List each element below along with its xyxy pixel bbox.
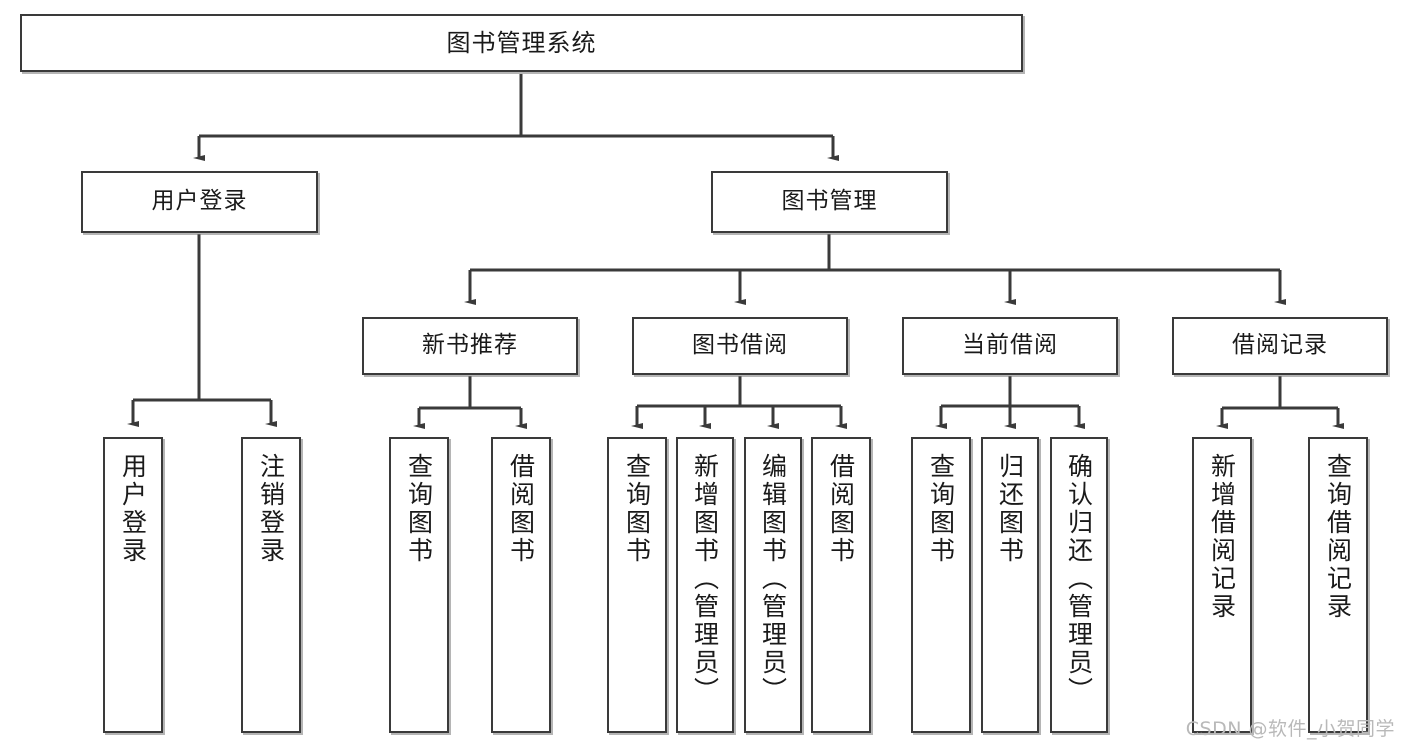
node-label: 图书管理 <box>781 188 878 215</box>
node-new-book-recommend[interactable]: 新书推荐 <box>362 317 578 375</box>
node-label: 用户登录 <box>118 453 148 565</box>
node-current-borrow[interactable]: 当前借阅 <box>902 317 1118 375</box>
node-leaf-query-book-1[interactable]: 查询图书 <box>389 437 449 733</box>
node-book-manage[interactable]: 图书管理 <box>711 171 948 233</box>
node-leaf-query-book-2[interactable]: 查询图书 <box>607 437 667 733</box>
node-label: 归还图书 <box>995 453 1025 565</box>
node-book-borrow[interactable]: 图书借阅 <box>632 317 848 375</box>
node-label: 确认归还（管理员） <box>1064 453 1094 705</box>
node-leaf-logout[interactable]: 注销登录 <box>241 437 301 733</box>
node-label: 查询图书 <box>622 453 652 565</box>
node-label: 借阅记录 <box>1232 332 1328 359</box>
node-root-图书管理系统[interactable]: 图书管理系统 <box>20 14 1023 72</box>
node-leaf-edit-book[interactable]: 编辑图书（管理员） <box>744 437 802 733</box>
node-label: 图书借阅 <box>692 332 788 359</box>
node-leaf-borrow-book-1[interactable]: 借阅图书 <box>491 437 551 733</box>
node-leaf-borrow-book-2[interactable]: 借阅图书 <box>811 437 871 733</box>
node-leaf-query-book-3[interactable]: 查询图书 <box>911 437 971 733</box>
node-leaf-query-record[interactable]: 查询借阅记录 <box>1308 437 1368 733</box>
node-label: 用户登录 <box>151 188 248 215</box>
node-label: 编辑图书（管理员） <box>758 453 788 705</box>
node-label: 查询图书 <box>926 453 956 565</box>
node-borrow-record[interactable]: 借阅记录 <box>1172 317 1388 375</box>
node-label: 借阅图书 <box>506 453 536 565</box>
node-user-login[interactable]: 用户登录 <box>81 171 318 233</box>
node-label: 图书管理系统 <box>446 28 597 57</box>
node-label: 注销登录 <box>256 453 286 565</box>
watermark: CSDN @软件_小贺同学 <box>1185 718 1395 740</box>
node-leaf-return-book[interactable]: 归还图书 <box>981 437 1039 733</box>
node-leaf-user-login[interactable]: 用户登录 <box>103 437 163 733</box>
node-leaf-add-record[interactable]: 新增借阅记录 <box>1192 437 1252 733</box>
node-label: 新书推荐 <box>422 332 518 359</box>
node-label: 查询图书 <box>404 453 434 565</box>
node-label: 当前借阅 <box>962 332 1058 359</box>
node-leaf-confirm-return[interactable]: 确认归还（管理员） <box>1050 437 1108 733</box>
node-label: 借阅图书 <box>826 453 856 565</box>
node-leaf-add-book[interactable]: 新增图书（管理员） <box>676 437 734 733</box>
node-label: 新增图书（管理员） <box>690 453 720 705</box>
node-label: 查询借阅记录 <box>1323 453 1353 621</box>
node-label: 新增借阅记录 <box>1207 453 1237 621</box>
